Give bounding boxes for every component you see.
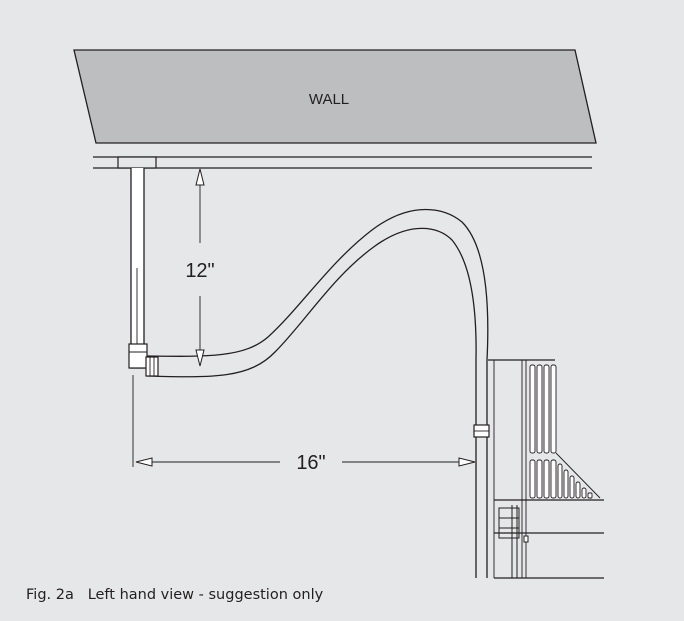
wall: WALL	[73, 49, 597, 144]
rail-curve-outer	[146, 208, 489, 425]
figure-number: Fig. 2a	[26, 587, 74, 603]
dimension-16-label: 16"	[296, 452, 325, 474]
dimension-12: 12"	[185, 168, 215, 367]
wall-label: WALL	[309, 91, 349, 108]
rail-elbow	[128, 343, 148, 369]
dimension-16: 16"	[132, 375, 476, 474]
deck	[93, 156, 592, 169]
handrail	[128, 168, 490, 578]
dimension-12-label: 12"	[185, 260, 214, 282]
rail-collar	[145, 356, 159, 377]
rail-curve-inner	[146, 227, 477, 425]
wall-block	[73, 49, 597, 144]
figure-description: Left hand view - suggestion only	[87, 587, 324, 603]
deck-anchor	[117, 156, 157, 169]
ladder-steps	[488, 359, 604, 579]
rail-left-leg	[130, 168, 145, 369]
figure-caption: Fig. 2a Left hand view - suggestion only	[26, 587, 323, 603]
